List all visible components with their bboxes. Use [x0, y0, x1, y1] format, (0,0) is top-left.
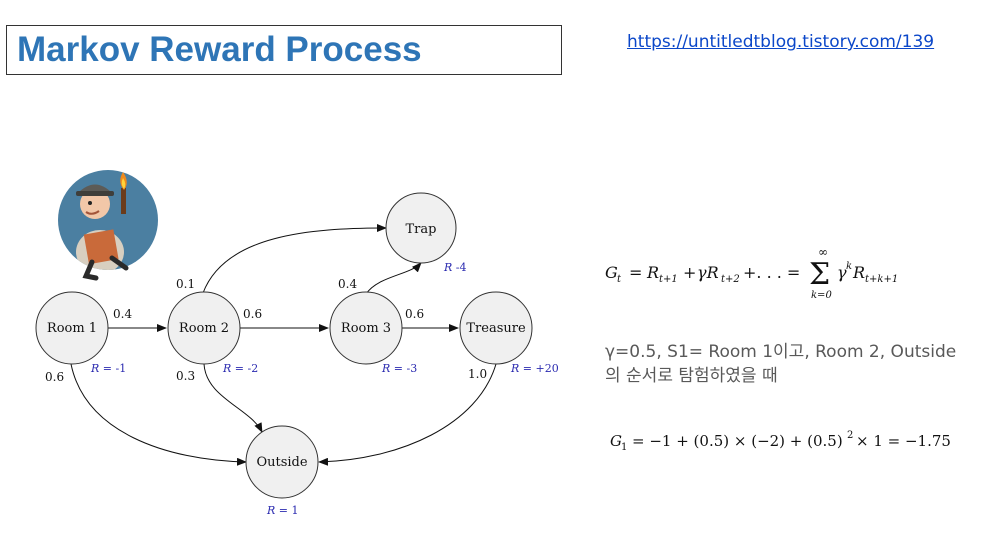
edge-treasure-outside: [318, 363, 497, 466]
svg-text:γ: γ: [837, 263, 847, 282]
reward-room2: R = -2: [222, 362, 258, 375]
prob-room3-treasure: 0.6: [405, 307, 424, 321]
edge-room1-outside: [70, 363, 247, 466]
node-room3: Room 3: [329, 291, 403, 365]
node-room2: Room 2: [167, 291, 241, 365]
svg-text:R: R: [852, 263, 865, 282]
svg-text:γR: γR: [697, 263, 719, 282]
svg-text:2: 2: [847, 430, 853, 441]
node-trap: Trap: [385, 192, 457, 264]
prob-room2-trap: 0.1: [176, 277, 195, 291]
prob-room1-outside: 0.6: [45, 370, 64, 384]
svg-text:R: R: [646, 263, 659, 282]
edge-room2-outside: [203, 363, 263, 433]
prob-room2-room3: 0.6: [243, 307, 262, 321]
svg-text:G: G: [605, 263, 618, 282]
reward-treasure: R = +20: [510, 362, 559, 375]
svg-text:k=0: k=0: [811, 290, 832, 301]
source-link[interactable]: https://untitledtblog.tistory.com/139: [627, 32, 935, 52]
page-title: Markov Reward Process: [17, 30, 422, 69]
svg-text:k: k: [846, 261, 852, 272]
node-treasure: Treasure: [459, 291, 533, 365]
svg-text:t+2: t+2: [721, 274, 740, 285]
prob-treasure-outside: 1.0: [468, 367, 487, 381]
return-result-equation: G 1 = −1 + (0.5) × (−2) + (0.5) 2 × 1 = …: [610, 428, 970, 458]
title-box: Markov Reward Process: [6, 25, 562, 75]
svg-text:1: 1: [621, 442, 627, 453]
return-definition-equation: G t = R t+1 + γR t+2 +. . . = Σ ∞ k=0 γ …: [605, 245, 935, 308]
svg-text:=: =: [629, 263, 642, 282]
node-room1: Room 1: [35, 291, 109, 365]
svg-text:+: +: [683, 263, 696, 282]
reward-room1: R = -1: [90, 362, 126, 375]
svg-text:+. . . =: +. . . =: [743, 263, 800, 282]
svg-text:∞: ∞: [818, 248, 828, 259]
room3-label: Room 3: [341, 321, 391, 336]
node-outside: Outside: [245, 425, 319, 499]
svg-text:G: G: [610, 432, 622, 450]
room1-label: Room 1: [47, 321, 97, 336]
room2-label: Room 2: [179, 321, 229, 336]
svg-text:t+k+1: t+k+1: [865, 274, 898, 285]
edge-room3-trap: [365, 262, 422, 295]
prob-room1-room2: 0.4: [113, 307, 132, 321]
explorer-avatar: [58, 170, 158, 281]
treasure-label: Treasure: [466, 321, 526, 336]
prob-room3-trap: 0.4: [338, 277, 357, 291]
svg-text:t+1: t+1: [659, 274, 678, 285]
prob-room2-outside: 0.3: [176, 369, 195, 383]
reward-outside: R = 1: [266, 504, 299, 517]
edges: [70, 224, 497, 466]
scenario-description: γ=0.5, S1= Room 1이고, Room 2, Outside 의 순…: [605, 340, 975, 388]
outside-label: Outside: [256, 455, 307, 470]
svg-text:Σ: Σ: [809, 257, 830, 292]
svg-text:= −1 + (0.5) × (−2) + (0.5): = −1 + (0.5) × (−2) + (0.5): [632, 432, 843, 450]
description-line-1: γ=0.5, S1= Room 1이고, Room 2, Outside: [605, 342, 957, 362]
svg-text:t: t: [617, 274, 622, 285]
svg-text:× 1 = −1.75: × 1 = −1.75: [856, 432, 951, 450]
description-line-2: 의 순서로 탐험하였을 때: [605, 366, 778, 386]
edge-room2-trap: [202, 224, 387, 294]
reward-room3: R = -3: [381, 362, 417, 375]
reward-trap: R -4: [443, 261, 467, 274]
trap-label: Trap: [406, 222, 437, 237]
